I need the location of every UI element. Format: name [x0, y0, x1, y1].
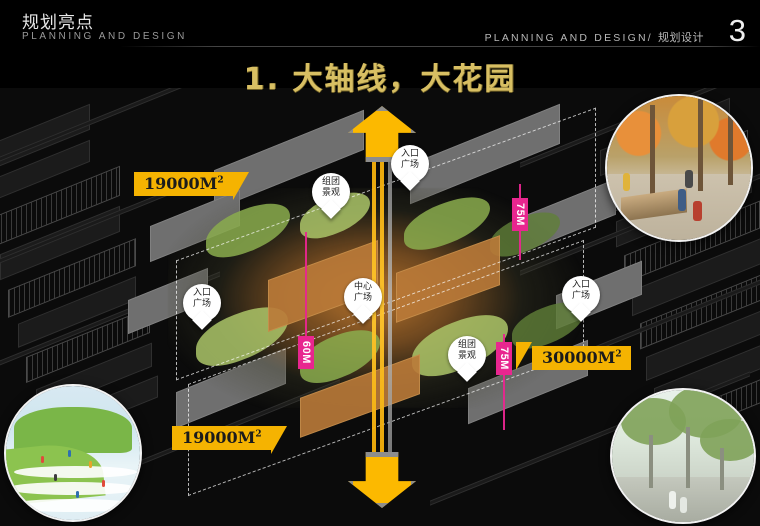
page-number: 3: [728, 13, 746, 48]
dimension-tag-75m-southeast: 75M: [496, 342, 512, 375]
header-section-label: Planning and design/ 规划设计: [485, 29, 704, 45]
map-pin-cluster-landscape-southeast[interactable]: 组团景观: [448, 336, 486, 382]
page-title: 1. 大轴线，大花园: [243, 62, 517, 97]
axis-band: [388, 122, 392, 492]
photo-image: [607, 96, 751, 240]
axis-arrow-south: [348, 452, 416, 508]
header-section-label-en: Planning and design/: [484, 32, 653, 44]
callout-label: 30000M2: [532, 346, 631, 370]
photo-green-park-illustration[interactable]: [4, 384, 142, 522]
masterplan-map: 60M 75M 75M 入口广场 组团景观 中心广场 入口广场: [0, 88, 760, 526]
callout-area-southwest[interactable]: 19000M2: [172, 426, 287, 454]
photo-tree-plaza-render[interactable]: [610, 388, 756, 524]
header-section-label-cn: 规划设计: [658, 32, 704, 44]
header-title-en: Planning and design: [22, 31, 187, 42]
map-pin-entrance-plaza-east[interactable]: 入口广场: [562, 276, 600, 322]
header-title-cn: 规划亮点: [22, 13, 94, 32]
pin-label: 入口广场: [192, 288, 211, 309]
callout-label: 19000M2: [172, 426, 271, 450]
map-pin-entrance-plaza-north[interactable]: 入口广场: [391, 145, 429, 191]
pin-label: 中心广场: [353, 282, 372, 303]
dimension-tag-75m-northeast: 75M: [512, 198, 528, 231]
callout-pointer: [516, 342, 532, 370]
photo-image: [612, 390, 754, 522]
pin-label: 入口广场: [400, 149, 419, 170]
dimension-line-60m: [305, 232, 307, 348]
callout-pointer: [270, 426, 287, 454]
callout-area-northwest[interactable]: 19000M2: [134, 172, 249, 200]
pin-label: 组团景观: [457, 340, 476, 361]
callout-label: 19000M2: [134, 172, 233, 196]
axis-arrow-north: [348, 106, 416, 162]
map-pin-cluster-landscape-northwest[interactable]: 组团景观: [312, 173, 350, 219]
callout-area-southeast[interactable]: 30000M2: [516, 342, 631, 370]
slide-header: 规划亮点 Planning and design Planning and de…: [0, 0, 760, 58]
callout-pointer: [232, 172, 249, 200]
photo-autumn-park[interactable]: [605, 94, 753, 242]
pin-label: 入口广场: [571, 280, 590, 301]
dimension-tag-60m: 60M: [298, 336, 314, 369]
map-pin-entrance-plaza-west[interactable]: 入口广场: [183, 284, 221, 330]
axis-band: [380, 122, 384, 492]
pin-label: 组团景观: [321, 177, 340, 198]
header-divider: [120, 46, 760, 47]
photo-image: [6, 386, 140, 520]
dimension-line-75m-se: [503, 334, 505, 430]
map-pin-central-plaza[interactable]: 中心广场: [344, 278, 382, 324]
